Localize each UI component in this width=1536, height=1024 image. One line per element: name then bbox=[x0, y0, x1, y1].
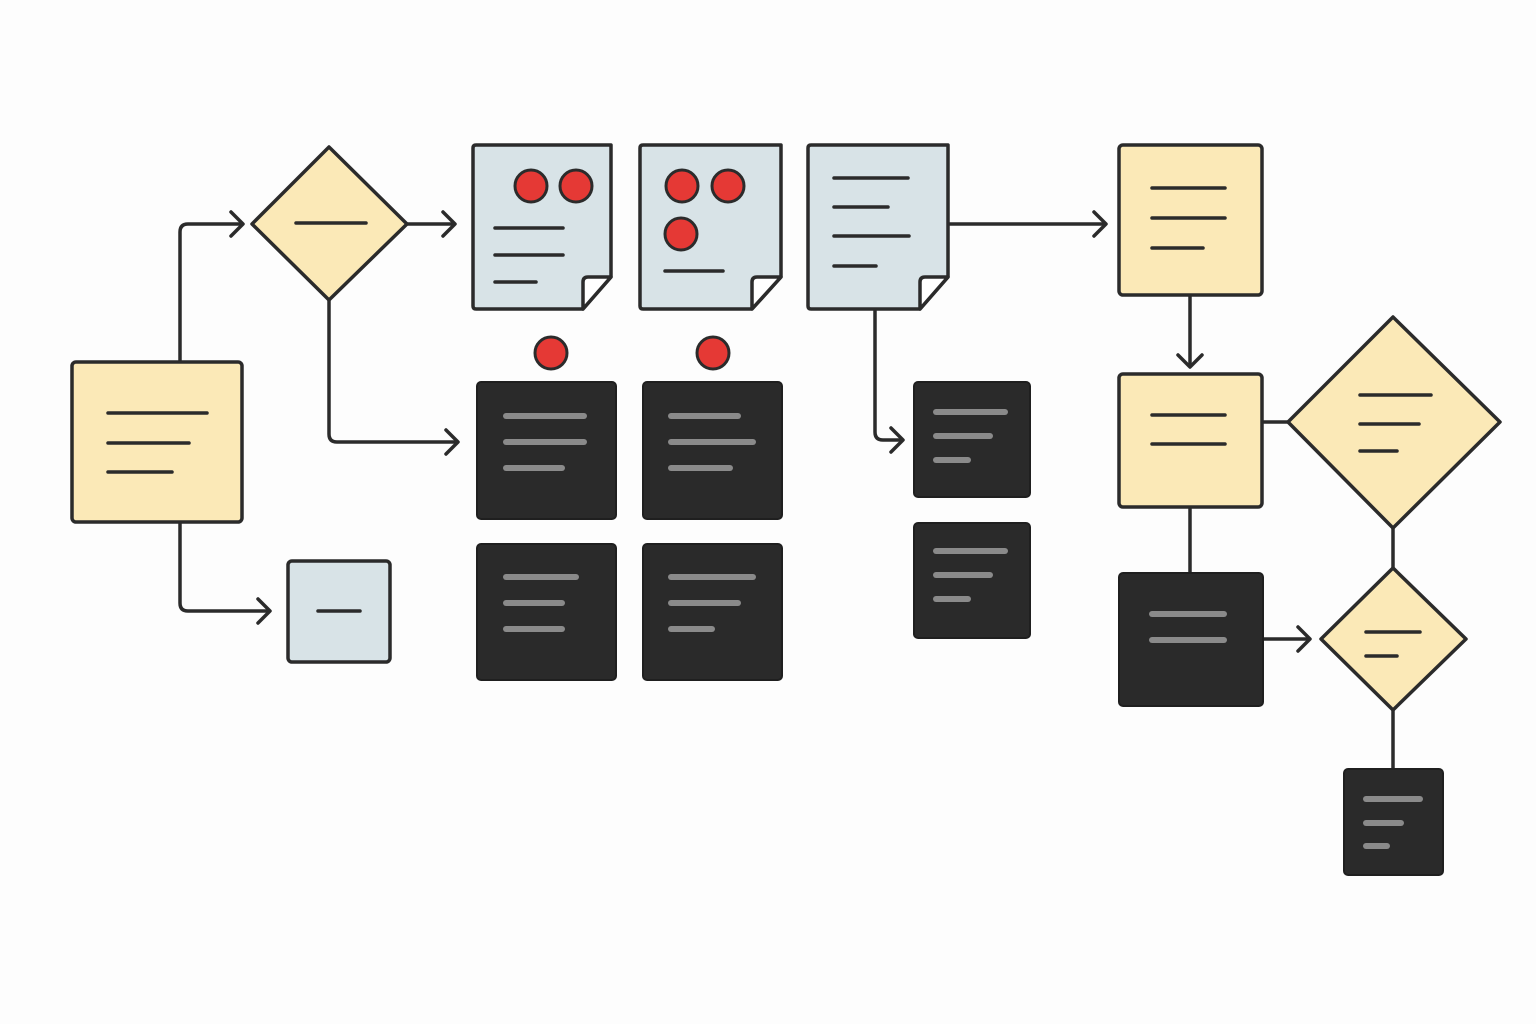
arrow-head-icon bbox=[256, 597, 272, 625]
arrow-head-icon bbox=[1296, 625, 1312, 653]
arrow-head-icon bbox=[441, 210, 457, 238]
dark-card-7[interactable] bbox=[1118, 572, 1264, 707]
dark-card-2[interactable] bbox=[642, 381, 783, 520]
document-page-1[interactable] bbox=[471, 143, 613, 311]
dark-card-3[interactable] bbox=[476, 543, 617, 681]
red-dot-icon bbox=[558, 168, 594, 204]
folded-corner-icon bbox=[581, 275, 613, 311]
folded-corner-icon bbox=[750, 275, 783, 311]
connector-start-to-small-doc bbox=[178, 520, 270, 613]
connectors bbox=[178, 210, 1395, 771]
first-decision-diamond[interactable] bbox=[250, 145, 409, 302]
red-dot-icon bbox=[663, 216, 699, 252]
connector-start-to-decision bbox=[178, 222, 242, 364]
start-process-box[interactable] bbox=[70, 360, 244, 524]
red-dot-icon bbox=[710, 168, 746, 204]
dark-card-4[interactable] bbox=[642, 543, 783, 681]
document-page-2[interactable] bbox=[638, 143, 783, 311]
arrow-head-icon bbox=[889, 426, 905, 454]
red-dot-icon bbox=[513, 168, 549, 204]
arrow-head-icon bbox=[1176, 353, 1204, 369]
large-decision-diamond[interactable] bbox=[1286, 315, 1502, 530]
dark-card-1[interactable] bbox=[476, 381, 617, 520]
small-document-box[interactable] bbox=[286, 559, 392, 664]
red-dot-icon bbox=[664, 168, 700, 204]
dark-card-5[interactable] bbox=[913, 381, 1031, 498]
dark-card-8[interactable] bbox=[1343, 768, 1444, 876]
folded-corner-icon bbox=[918, 275, 950, 311]
red-dot-icon bbox=[533, 335, 569, 371]
process-box-top-right[interactable] bbox=[1117, 143, 1264, 297]
connector-decision-to-card1 bbox=[327, 298, 458, 444]
arrow-head-icon bbox=[444, 428, 460, 456]
process-box-middle-right[interactable] bbox=[1117, 372, 1264, 509]
dark-card-6[interactable] bbox=[913, 522, 1031, 639]
small-decision-diamond[interactable] bbox=[1319, 566, 1468, 712]
red-dot-icon bbox=[695, 335, 731, 371]
document-page-3[interactable] bbox=[806, 143, 950, 311]
arrow-head-icon bbox=[229, 210, 245, 238]
arrow-head-icon bbox=[1092, 210, 1108, 238]
connector-doc3-to-card5 bbox=[873, 309, 903, 442]
